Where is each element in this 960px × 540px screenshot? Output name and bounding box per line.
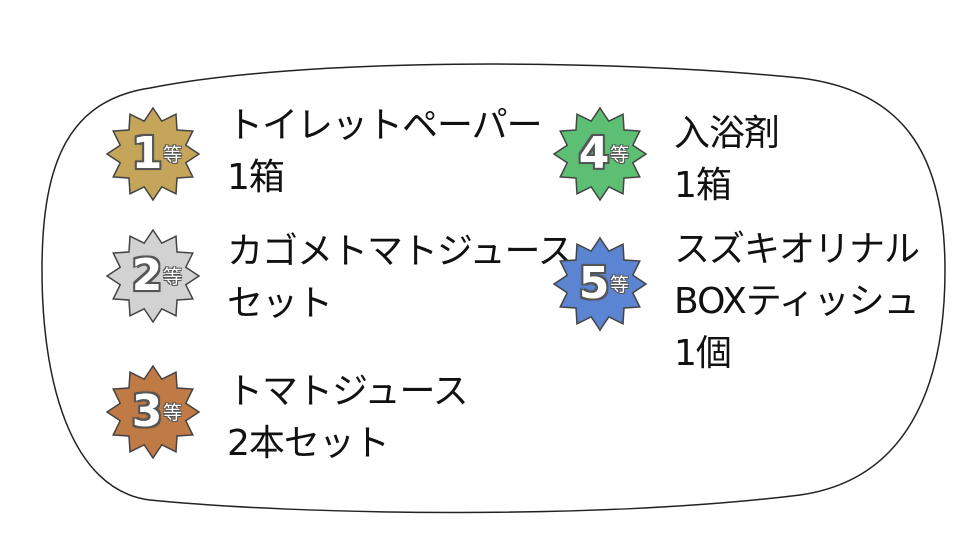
rank-suffix: 等 <box>610 144 630 166</box>
prize-description: トマトジュース 2本セット <box>227 366 469 470</box>
prize-line: 2本セット <box>227 423 390 464</box>
prize-line: 1箱 <box>674 165 732 206</box>
prize-item-2: 2 等 カゴメトマトジュース セット <box>105 226 574 330</box>
prize-line: セット <box>227 283 333 324</box>
rank-number: 4 <box>578 128 610 179</box>
rank-suffix: 等 <box>163 266 183 288</box>
rank-badge-2: 2 等 <box>105 228 209 324</box>
rank-number: 2 <box>131 250 163 301</box>
rank-badge-1: 1 等 <box>105 106 209 202</box>
starburst-icon <box>105 364 201 460</box>
prize-description: スズキオリナル BOXティッシュ 1個 <box>674 224 920 380</box>
rank-suffix: 等 <box>610 274 630 296</box>
prize-description: カゴメトマトジュース セット <box>227 226 574 330</box>
prize-line: カゴメトマトジュース <box>227 231 574 272</box>
prize-line: スズキオリナル <box>674 229 920 270</box>
rank-badge-5: 5 等 <box>552 236 656 332</box>
prize-line: 入浴剤 <box>674 113 780 154</box>
prize-item-5: 5 等 スズキオリナル BOXティッシュ 1個 <box>552 229 920 380</box>
starburst-icon <box>552 106 648 202</box>
prize-item-4: 4 等 入浴剤 1箱 <box>552 106 780 212</box>
prize-item-1: 1 等 トイレットペーパー 1箱 <box>105 105 543 204</box>
prize-item-3: 3 等 トマトジュース 2本セット <box>105 364 469 470</box>
starburst-icon <box>105 228 201 324</box>
rank-suffix: 等 <box>163 402 183 424</box>
prize-line: BOXティッシュ <box>674 281 920 322</box>
rank-badge-3: 3 等 <box>105 364 209 460</box>
rank-suffix: 等 <box>163 144 183 166</box>
rank-badge-4: 4 等 <box>552 106 656 202</box>
prize-line: トイレットペーパー <box>227 105 543 146</box>
prize-line: 1箱 <box>227 157 285 198</box>
rank-number: 3 <box>131 386 163 437</box>
prize-description: トイレットペーパー 1箱 <box>227 100 543 204</box>
rank-number: 5 <box>578 258 610 309</box>
prize-description: 入浴剤 1箱 <box>674 108 780 212</box>
prize-line: トマトジュース <box>227 371 469 412</box>
rank-number: 1 <box>131 128 163 179</box>
starburst-icon <box>552 236 648 332</box>
prize-line: 1個 <box>674 333 732 374</box>
starburst-icon <box>105 106 201 202</box>
